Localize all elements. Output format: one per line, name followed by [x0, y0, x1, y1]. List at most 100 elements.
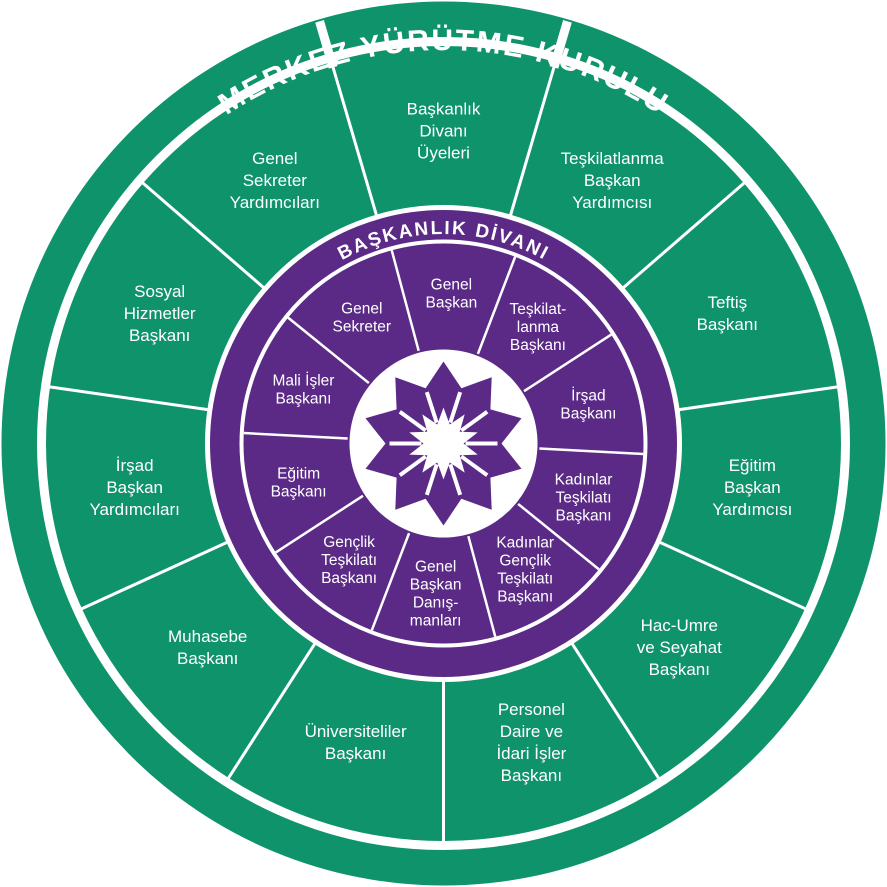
outer-segment-label-line: Başkanı	[129, 326, 190, 345]
outer-dividers-group	[49, 20, 838, 842]
outer-divider	[227, 637, 320, 780]
outer-segment-label-line: Yardımcıları	[230, 193, 320, 212]
outer-segment-label-line: Başkanı	[325, 744, 386, 763]
outer-segment-label-line: Yardımcıları	[89, 500, 179, 519]
inner-segment-label-line: Başkanı	[556, 507, 612, 524]
inner-segment-label-line: Başkanı	[275, 391, 331, 408]
outer-divider	[141, 181, 270, 293]
outer-divider	[672, 385, 838, 412]
inner-divider	[539, 447, 644, 456]
outer-segment-label-line: Üniversiteliler	[305, 722, 407, 741]
inner-segment-label-line: Danış-	[413, 594, 459, 611]
outer-segment-label-line: Başkanı	[697, 315, 758, 334]
inner-divider	[517, 502, 600, 571]
inner-divider	[287, 316, 370, 385]
outer-segment-label-line: Başkanlık	[407, 100, 481, 119]
inner-segment-label-line: Kadınlar	[496, 534, 554, 551]
rosette-line	[448, 391, 463, 424]
inner-segment-label-line: Gençlik	[499, 552, 551, 569]
inner-divider	[476, 256, 517, 355]
outer-segment-label-line: Daire ve	[500, 722, 563, 741]
rosette-line	[398, 454, 427, 477]
outer-segment-label-line: Muhasebe	[168, 627, 247, 646]
inner-segment-label-line: Teşkilat-	[509, 301, 566, 318]
inner-segment-label-line: manları	[410, 612, 462, 629]
inner-segment-label-line: Genel	[431, 277, 472, 294]
outer-divider	[507, 61, 558, 222]
inner-segment-label-line: Genel	[415, 558, 456, 575]
rosette-line	[460, 454, 489, 477]
outer-segment-label-line: Sosyal	[134, 282, 185, 301]
outer-ring-separator	[37, 37, 850, 850]
outer-segment-label-line: Yardımcısı	[712, 500, 792, 519]
outer-segment-label-line: Teftiş	[707, 293, 747, 312]
inner-divider	[370, 532, 411, 631]
outer-segment-label-line: Genel	[252, 149, 297, 168]
outer-segment-label-line: Personel	[498, 700, 565, 719]
inner-segment-label-line: Başkanı	[271, 483, 327, 500]
inner-segment-label-line: Teşkilatı	[321, 552, 377, 569]
inner-divider	[243, 431, 348, 440]
inner-segment-label-line: Başkanı	[510, 337, 566, 354]
rosette-line	[424, 391, 439, 424]
star-rosette-icon	[365, 361, 522, 526]
inner-ring-separator	[239, 239, 648, 648]
outer-segment-label-line: ve Seyahat	[637, 638, 722, 657]
inner-segment-label-line: Teşkilatı	[556, 489, 612, 506]
outer-segment-label-line: Teşkilatlanma	[561, 149, 665, 168]
title-bracket	[549, 20, 572, 69]
rosette-line	[398, 410, 427, 433]
rosette-inner-star	[409, 407, 478, 480]
inner-segment-label-line: Gençlik	[323, 534, 375, 551]
outer-segment-label-line: Hac-Umre	[641, 616, 718, 635]
inner-segment-label-line: lanma	[517, 319, 560, 336]
inner-segment-label-line: Başkan	[410, 576, 462, 593]
inner-segment-label-line: Teşkilatı	[497, 570, 553, 587]
outer-segment-label-line: İrşad	[116, 456, 154, 475]
inner-segment-label-line: Başkanı	[321, 570, 377, 587]
inner-dividers-group	[243, 249, 644, 638]
inner-segment-label-line: Mali İşler	[272, 372, 334, 390]
inner-divider	[467, 535, 497, 638]
inner-segment-label-line: İrşad	[571, 387, 605, 405]
outer-segment-label-line: İdari İşler	[496, 744, 566, 763]
outer-segment-label-line: Başkan	[106, 478, 163, 497]
inner-divider	[275, 494, 364, 554]
title-bracket	[315, 20, 338, 69]
outer-segment-label-line: Yardımcısı	[572, 193, 652, 212]
inner-segment-label-line: Başkanı	[560, 406, 616, 423]
inner-segment-label-line: Başkanı	[497, 588, 553, 605]
inner-divider	[390, 249, 420, 352]
outer-divider	[49, 385, 215, 412]
outer-divider	[617, 181, 746, 293]
outer-segment-label-line: Başkan	[724, 478, 781, 497]
rosette-line	[460, 410, 489, 433]
inner-divider	[523, 333, 612, 393]
outer-segment-label-line: Başkan	[584, 171, 641, 190]
outer-divider	[329, 61, 380, 222]
inner-segment-label-line: Eğitim	[277, 465, 320, 482]
rosette-line	[424, 463, 439, 496]
outer-divider	[567, 637, 660, 780]
outer-segment-label-line: Başkanı	[177, 649, 238, 668]
inner-segment-label-line: Başkan	[425, 295, 477, 312]
outer-divider	[80, 538, 234, 611]
outer-segment-label-line: Başkanı	[501, 766, 562, 785]
outer-segment-label-line: Eğitim	[729, 456, 776, 475]
outer-segment-label-line: Hizmetler	[124, 304, 196, 323]
